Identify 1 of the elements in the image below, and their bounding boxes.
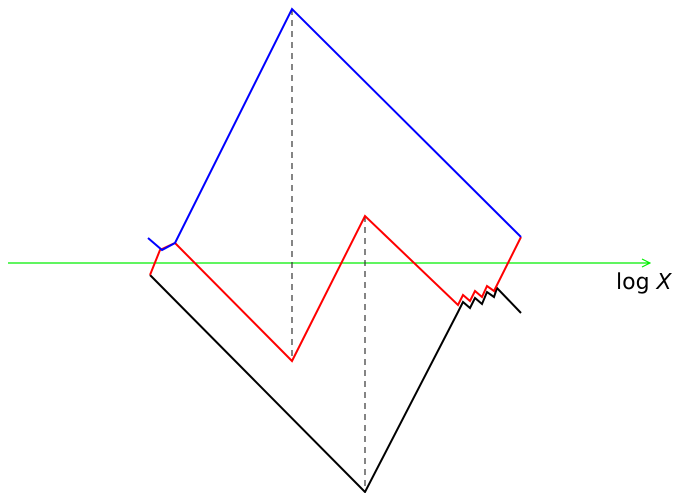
axis-label: log X (616, 272, 672, 294)
